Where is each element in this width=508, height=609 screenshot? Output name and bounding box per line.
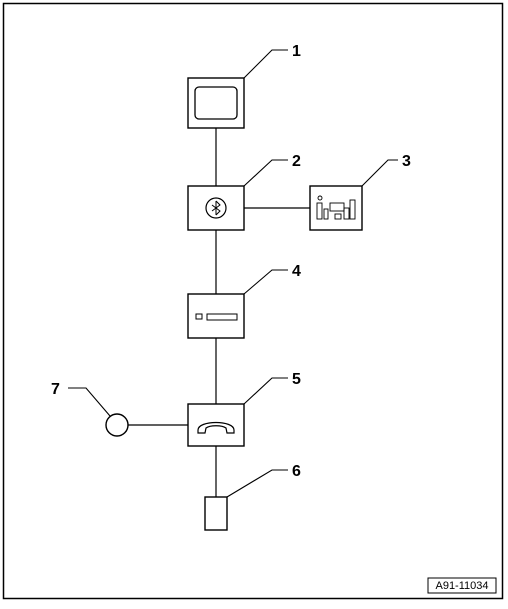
callout-2: 2 (292, 153, 301, 170)
callout-5: 5 (292, 371, 301, 388)
callout-1: 1 (292, 43, 301, 60)
connection-lines (128, 128, 310, 497)
diagram-frame (2, 2, 504, 600)
callout-6: 6 (292, 463, 301, 480)
callout-4: 4 (292, 263, 301, 280)
figure-reference-label: A91-11034 (435, 580, 488, 592)
card-reader-icon (187, 293, 245, 339)
equalizer-unit-icon (309, 185, 363, 231)
bluetooth-control-unit-icon (187, 185, 245, 231)
callout-3: 3 (402, 153, 411, 170)
antenna-module-icon (204, 496, 228, 531)
figure-reference: A91-11034 (427, 577, 497, 594)
telephone-handset-icon (187, 403, 245, 447)
callout-7: 7 (51, 381, 60, 398)
microphone-icon (105, 413, 129, 437)
callout-leaders (68, 49, 398, 498)
display-unit-icon (187, 77, 245, 129)
